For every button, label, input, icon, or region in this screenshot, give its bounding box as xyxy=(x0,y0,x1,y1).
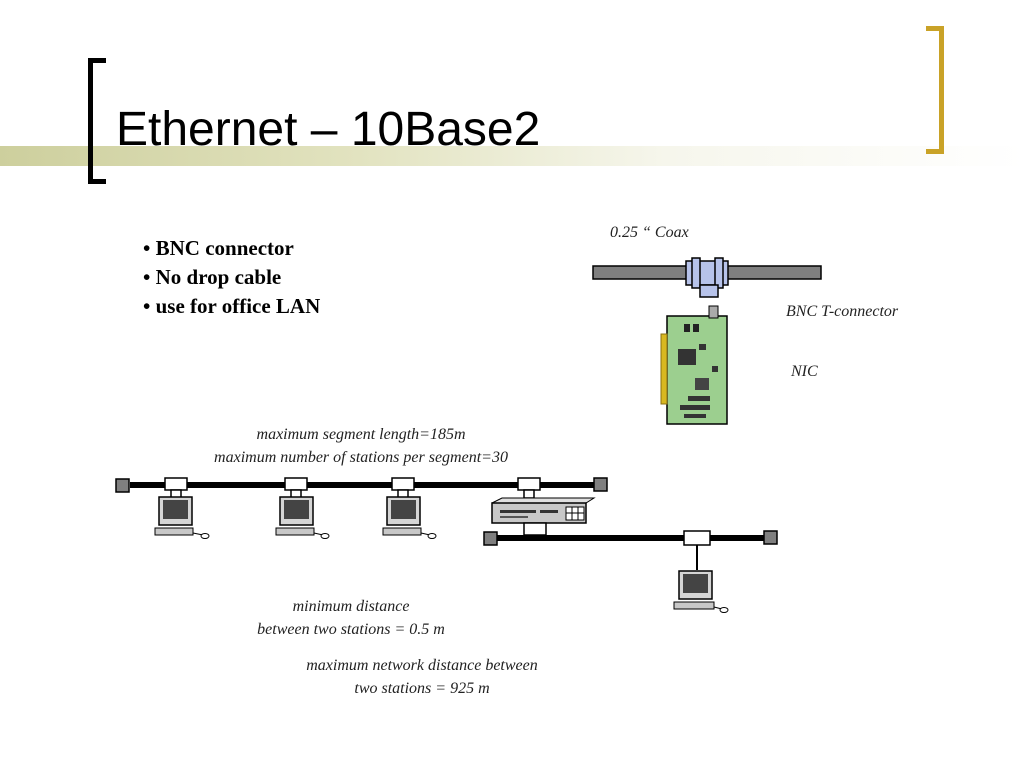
workstation-3 xyxy=(382,477,437,539)
terminator xyxy=(483,531,498,546)
bullet-item: • No drop cable xyxy=(143,265,282,289)
terminator xyxy=(115,478,130,493)
stations-per-segment-label: maximum number of stations per segment=3… xyxy=(214,449,508,466)
max-distance-label-2: two stations = 925 m xyxy=(354,680,490,697)
min-distance-label-1: minimum distance xyxy=(292,598,410,615)
bullet-list: • BNC connector • No drop cable • use fo… xyxy=(143,234,320,321)
nic-card xyxy=(660,305,728,425)
repeater xyxy=(491,477,596,536)
terminator xyxy=(763,530,778,545)
slide-title: Ethernet – 10Base2 xyxy=(116,103,541,156)
bullet-item: • BNC connector xyxy=(143,236,294,260)
coax-label: 0.25 “ Coax xyxy=(610,224,689,241)
right-bracket xyxy=(926,26,944,154)
segment-length-label: maximum segment length=185m xyxy=(256,426,466,443)
max-distance-label-1: maximum network distance between xyxy=(306,657,538,674)
workstation-1 xyxy=(154,477,210,539)
bnc-t-connector-label: BNC T-connector xyxy=(786,303,899,320)
bnc-t-connector xyxy=(685,257,729,298)
bullet-item: • use for office LAN xyxy=(143,294,321,318)
title-band xyxy=(0,146,1024,166)
workstation-4 xyxy=(673,530,729,613)
terminator xyxy=(593,477,608,492)
min-distance-label-2: between two stations = 0.5 m xyxy=(257,621,445,638)
nic-label: NIC xyxy=(791,363,818,380)
workstation-2 xyxy=(275,477,330,539)
left-bracket xyxy=(88,58,106,184)
